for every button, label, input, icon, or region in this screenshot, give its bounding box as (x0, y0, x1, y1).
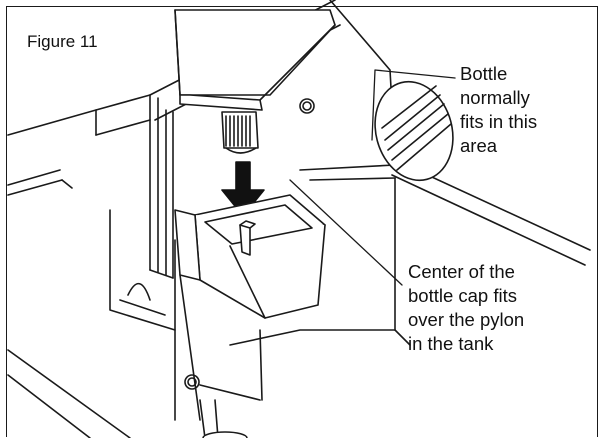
tank (174, 194, 326, 319)
callout-bottle-area: Bottle normally fits in this area (460, 63, 538, 156)
leader-lines (289, 69, 456, 286)
bottle-cap (221, 111, 259, 154)
figure-title: Figure 11 (25, 32, 100, 52)
side-rails (7, 94, 174, 279)
base (7, 209, 396, 438)
callout-cap-pylon: Center of the bottle cap fits over the p… (408, 261, 525, 354)
bottle-body (174, 9, 336, 111)
bottle-base (374, 80, 454, 182)
